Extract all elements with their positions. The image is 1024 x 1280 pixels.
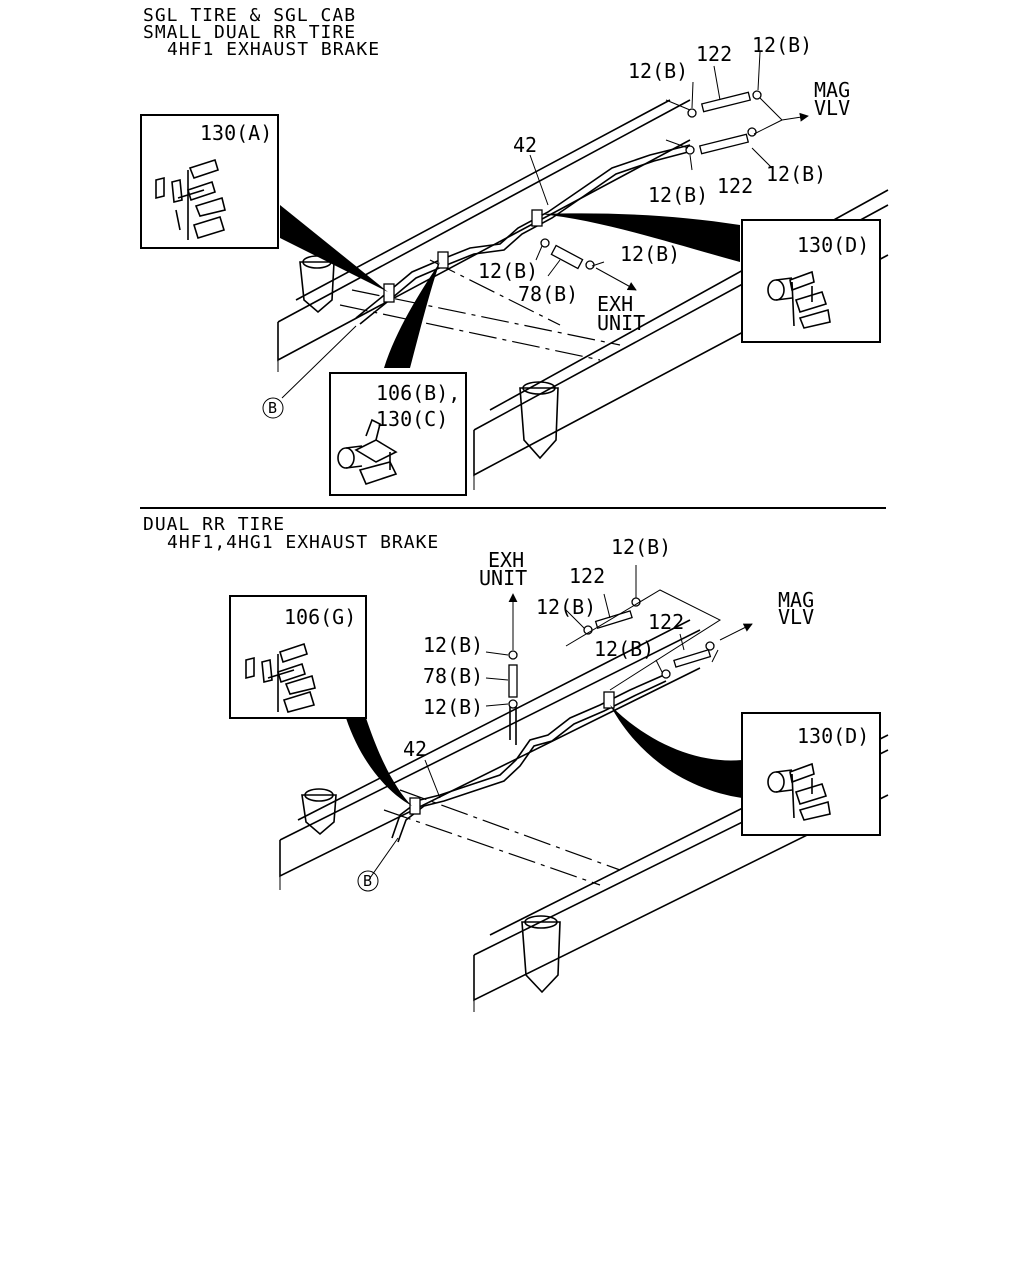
bottom-clamp-5	[661, 669, 671, 679]
top-title-line-2: SMALL DUAL RR TIRE	[143, 22, 356, 43]
top-label-hose-lower: 122	[717, 174, 753, 198]
clip-130d-top-icon	[767, 270, 831, 329]
top-hose-exh	[550, 244, 584, 270]
top-label-clamp-3: 12(B)	[648, 183, 708, 207]
bottom-label-clamp-5: 12(B)	[594, 637, 654, 661]
clip-130a-icon	[155, 158, 226, 240]
bottom-title-line-1: DUAL RR TIRE	[143, 514, 285, 535]
top-label-hose-exh: 78(B)	[518, 282, 578, 306]
bottom-label-mag: MAG	[778, 588, 814, 612]
top-label-mag: MAG	[814, 78, 850, 102]
top-title-line-3: 4HF1 EXHAUST BRAKE	[167, 39, 380, 60]
bottom-label-unit: UNIT	[479, 566, 527, 590]
top-section: SGL TIRE & SGL CAB SMALL DUAL RR TIRE 4H…	[140, 5, 889, 496]
top-clamp-1	[687, 108, 697, 118]
top-fan-a	[280, 205, 388, 292]
top-frame-rail-left	[277, 99, 691, 372]
top-label-exh: EXH	[597, 292, 633, 316]
top-clamp-6	[585, 260, 595, 270]
bottom-label-clip-g: 106(G)	[284, 605, 356, 629]
top-bracket-left	[299, 255, 335, 314]
top-clamp-2	[752, 90, 762, 100]
bottom-label-clamp-1: 12(B)	[611, 535, 671, 559]
top-detail-box-d	[741, 219, 881, 343]
bottom-label-clamp-4: 12(B)	[423, 695, 483, 719]
bottom-label-clamp-3: 12(B)	[423, 633, 483, 657]
bottom-fan-g	[346, 718, 412, 806]
bottom-label-clamp-2: 12(B)	[536, 595, 596, 619]
top-label-clip-c-2: 130(C)	[376, 407, 448, 431]
top-label-clip-d: 130(D)	[797, 233, 869, 257]
top-arrow-exh-unit	[595, 267, 637, 291]
bottom-label-hose-lower: 122	[648, 610, 684, 634]
top-label-hose-upper: 122	[696, 42, 732, 66]
top-clip-marker-2	[437, 251, 449, 269]
bottom-detail-box-d	[741, 712, 881, 836]
bottom-hose-exh	[508, 664, 518, 698]
top-ref-b: B	[268, 399, 277, 417]
top-ref-b-circle	[262, 397, 284, 419]
bottom-crossmember	[383, 789, 621, 886]
top-fan-d	[540, 213, 740, 262]
bottom-label-hose-upper: 122	[569, 564, 605, 588]
bottom-title-line-2: 4HF1,4HG1 EXHAUST BRAKE	[167, 532, 439, 553]
top-label-clamp-4: 12(B)	[766, 162, 826, 186]
top-label-clip-c-1: 106(B),	[376, 381, 460, 405]
bottom-bracket-left	[301, 788, 337, 836]
bottom-frame-rail-left	[279, 619, 701, 890]
bottom-clamp-3	[508, 650, 518, 660]
bottom-clip-marker-1	[409, 797, 421, 815]
top-label-clamp-6: 12(B)	[620, 242, 680, 266]
bottom-ref-b: B	[363, 872, 372, 890]
top-clamp-5	[540, 238, 550, 248]
bottom-label-clip-d: 130(D)	[797, 724, 869, 748]
clip-106g-icon	[245, 642, 316, 713]
top-label-clamp-2: 12(B)	[752, 33, 812, 57]
top-fan-c	[384, 262, 440, 368]
top-clamp-4	[747, 127, 757, 137]
top-hose-lower	[698, 133, 750, 155]
top-label-vlv: VLV	[814, 96, 850, 120]
bottom-clamp-6	[705, 641, 715, 651]
bottom-ref-b-circle	[357, 870, 379, 892]
top-bracket-right	[519, 381, 559, 460]
clip-106b-130c-icon	[337, 418, 398, 485]
bottom-clip-marker-2	[603, 691, 615, 709]
top-label-unit: UNIT	[597, 311, 645, 335]
bottom-label-exh: EXH	[488, 548, 524, 572]
top-label-clamp-1: 12(B)	[628, 59, 688, 83]
bottom-bracket-right	[521, 915, 561, 994]
top-clip-marker-3	[531, 209, 543, 227]
bottom-hose-upper	[594, 610, 633, 629]
clip-130d-bottom-icon	[767, 762, 831, 821]
bottom-hose-lower	[673, 649, 712, 668]
top-clip-marker-1	[383, 283, 395, 303]
top-arrow-mag-vlv	[781, 112, 809, 122]
top-title-line-1: SGL TIRE & SGL CAB	[143, 5, 356, 26]
bottom-fan-d	[610, 705, 742, 798]
bottom-section: DUAL RR TIRE 4HF1,4HG1 EXHAUST BRAKE	[143, 514, 889, 1012]
bottom-arrow-mag-vlv	[719, 623, 753, 641]
top-crossmember	[339, 259, 621, 361]
top-detail-box-c	[329, 372, 467, 496]
bottom-clamp-4	[508, 699, 518, 709]
bottom-label-hose-exh: 78(B)	[423, 664, 483, 688]
bottom-label-pipe-42: 42	[403, 737, 427, 761]
top-pipe-42	[355, 144, 691, 319]
top-hose-upper	[700, 91, 752, 113]
top-label-clamp-5: 12(B)	[478, 259, 538, 283]
bottom-label-vlv: VLV	[778, 605, 814, 629]
top-label-pipe-42: 42	[513, 133, 537, 157]
top-label-clip-a: 130(A)	[200, 121, 272, 145]
